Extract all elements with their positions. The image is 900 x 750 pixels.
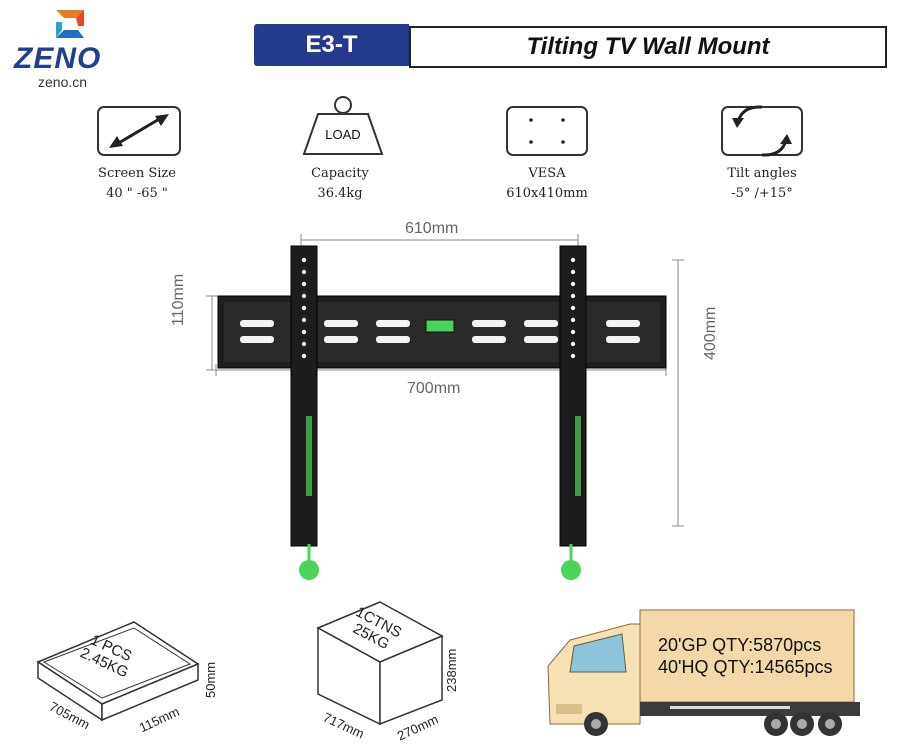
carton-box-illustration: [316, 601, 444, 726]
spec-capacity-label: Capacity: [311, 166, 369, 181]
zeno-logo-icon: [56, 10, 84, 38]
spec-vesa-value: 610x410mm: [506, 186, 588, 201]
tilt-arrows-icon: [721, 105, 803, 157]
spec-screen-value: 40 " -65 ": [106, 186, 168, 201]
carton-height: 238mm: [444, 648, 459, 692]
single-box-height: 50mm: [203, 661, 218, 698]
wall-mount-illustration: [206, 234, 684, 580]
dim-total-height: 400mm: [702, 306, 719, 360]
container-20gp-qty: 20'GP QTY:5870pcs: [658, 635, 822, 655]
load-weight-icon: LOAD: [302, 96, 384, 155]
spec-screen-label: Screen Size: [98, 166, 176, 181]
diagonal-arrow-icon: [97, 106, 181, 156]
spec-capacity-value: 36.4kg: [317, 186, 363, 201]
spec-tilt-value: -5° /+15°: [731, 186, 793, 201]
dim-vesa-width: 610mm: [405, 220, 459, 237]
product-title: Tilting TV Wall Mount: [409, 26, 887, 68]
dim-plate-height: 110mm: [170, 273, 187, 326]
spec-vesa-label: VESA: [528, 166, 566, 181]
dim-total-width: 700mm: [407, 380, 461, 397]
single-box-illustration: [36, 621, 200, 722]
spec-tilt-label: Tilt angles: [727, 166, 797, 181]
container-40hq-qty: 40'HQ QTY:14565pcs: [658, 657, 833, 677]
vesa-pattern-icon: [506, 106, 588, 156]
load-icon-text: LOAD: [325, 127, 360, 142]
brand-name: ZENO: [14, 42, 102, 75]
model-badge: E3-T: [254, 24, 409, 66]
brand-site: zeno.cn: [38, 74, 88, 90]
shipping-truck-illustration: [547, 609, 860, 736]
